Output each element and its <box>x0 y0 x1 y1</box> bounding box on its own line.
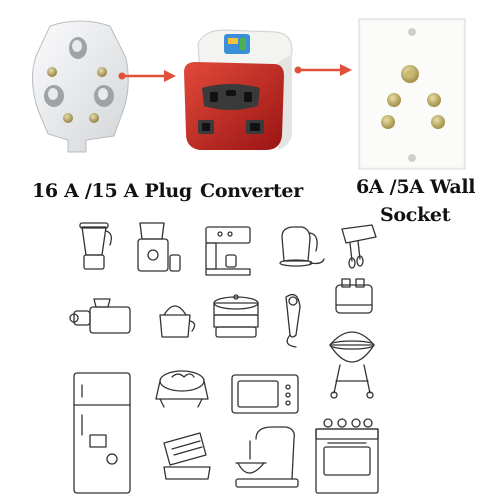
coffee-machine-icon <box>205 226 251 276</box>
smoothie-blender-icon <box>79 222 112 270</box>
converter-image <box>180 24 296 154</box>
sandwich-maker-icon <box>163 432 211 480</box>
hand-mixer-icon <box>341 224 377 269</box>
plug-caption: 16 A /15 A Plug <box>32 180 192 202</box>
plug-image <box>30 18 130 158</box>
stove-oven-icon <box>315 418 379 494</box>
appliances-illustration <box>60 215 390 500</box>
hair-dryer-icon <box>285 293 301 348</box>
electric-grill-icon <box>155 370 209 408</box>
converter-caption: Converter <box>200 180 303 202</box>
refrigerator-icon <box>73 372 131 494</box>
meat-grinder-icon <box>69 298 131 334</box>
arrow-right-icon <box>118 68 178 82</box>
juice-extractor-icon <box>137 222 181 272</box>
socket-caption-line2: Socket <box>380 204 451 226</box>
socket-caption-line1: 6A /5A Wall <box>356 176 476 198</box>
food-steamer-icon <box>213 294 259 338</box>
microwave-oven-icon <box>231 374 299 414</box>
barbecue-grill-icon <box>329 331 375 399</box>
citrus-juicer-icon <box>159 305 196 338</box>
toaster-icon <box>335 278 373 314</box>
electric-kettle-icon <box>279 226 325 267</box>
wall-socket-image <box>358 18 466 170</box>
stand-mixer-icon <box>235 426 299 488</box>
arrow-right-icon <box>294 62 354 76</box>
